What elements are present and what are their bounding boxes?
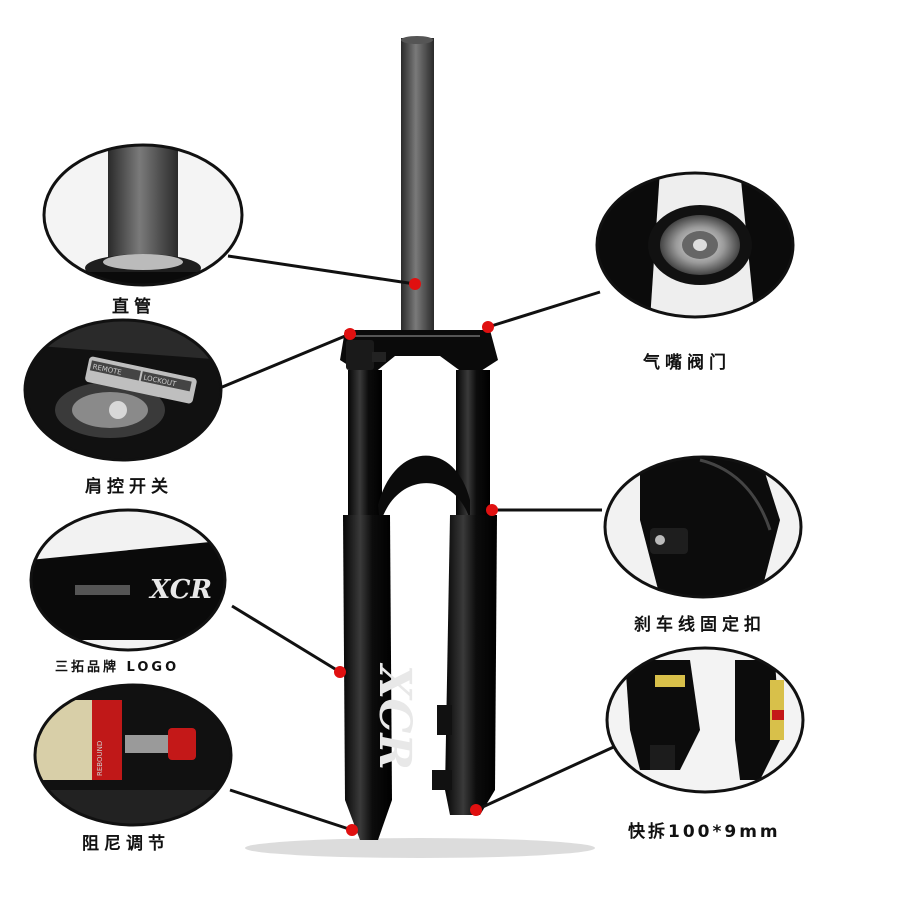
marker-brand-logo [334,666,346,678]
rebound-label: REBOUND [96,741,104,776]
marker-lockout [344,328,356,340]
brake-clip-icon [650,528,688,554]
marker-rebound [346,824,358,836]
left-stanchion [348,370,382,520]
label-brand-logo: 三拓品牌 LOGO [55,660,180,675]
marker-brake-clip [486,504,498,516]
marker-air-valve [482,321,494,333]
marker-steerer [409,278,421,290]
fork-brand-logo: XCR [369,662,420,770]
ground-shadow [245,838,595,858]
label-lockout: 肩控开关 [85,477,173,497]
dropout-icon [650,745,675,770]
label-brake-clip: 刹车线固定扣 [634,615,766,635]
leader-lines [214,254,619,832]
crown [340,330,498,378]
callout-quick-release-detail [605,646,805,794]
callout-brake-clip-detail [603,455,803,599]
right-lower [445,515,497,815]
callout-lockout-detail: REMOTE LOCKOUT [23,318,223,462]
callout-air-valve-detail [595,171,795,319]
marker-quick-release [470,804,482,816]
fork-arch [378,455,470,525]
label-steerer: 直管 [112,297,156,317]
left-lower [343,515,392,840]
label-quick-release: 快拆100*9mm [628,822,781,842]
callout-brand-logo-detail: XCR [29,508,227,652]
fork: XCR [340,36,498,840]
steerer-tube [401,38,434,338]
callout-rebound-detail: REBOUND [33,683,233,827]
lockout-screw-icon [109,401,127,419]
rebound-knob-icon [168,728,196,760]
callout-markers [334,278,498,836]
logo-detail-text: XCR [148,575,212,605]
label-rebound: 阻尼调节 [82,834,170,854]
label-air-valve: 气嘴阀门 [643,353,731,373]
callout-steerer-detail [42,143,244,287]
